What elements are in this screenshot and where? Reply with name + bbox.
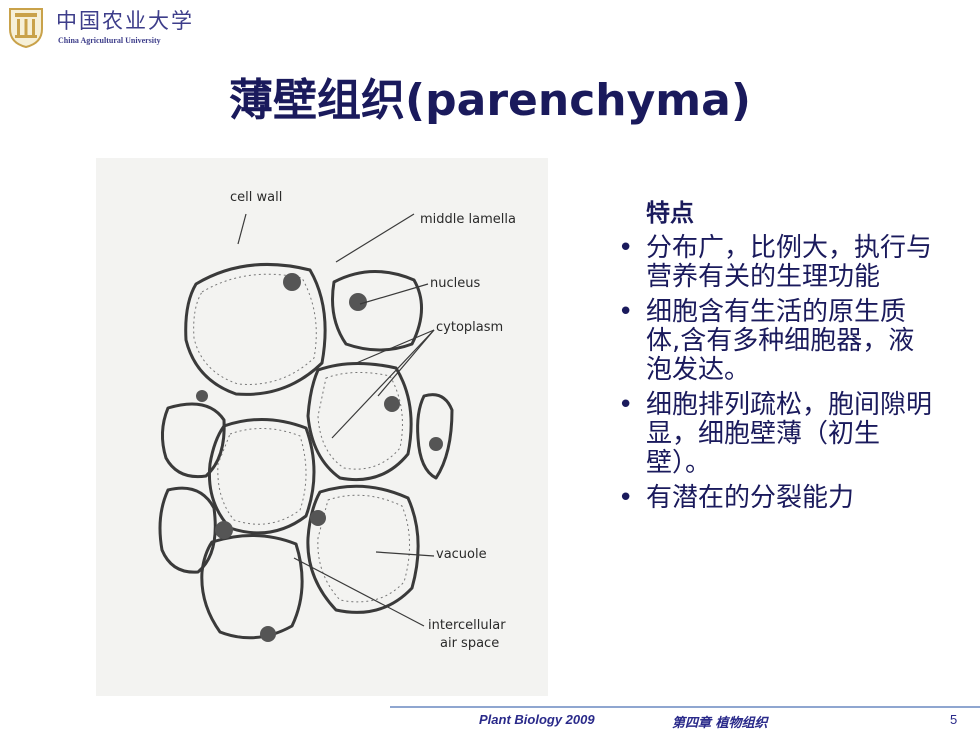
logo-chinese-name: 中国农业大学 <box>56 9 194 33</box>
cell-outline <box>331 270 424 352</box>
cell-outline <box>416 393 454 480</box>
label-nucleus: nucleus <box>430 276 481 291</box>
nucleus-dot <box>196 390 208 402</box>
feature-item: • 细胞排列疏松，胞间隙明显，细胞壁薄（初生壁）。 <box>612 391 932 478</box>
cell-outline <box>184 262 327 396</box>
label-middle-lamella: middle lamella <box>420 212 516 227</box>
features-heading: 特点 <box>646 199 694 227</box>
cell-outline <box>207 418 316 535</box>
label-cytoplasm: cytoplasm <box>436 320 504 335</box>
cell-outline <box>158 486 217 574</box>
feature-text: 分布广，比例大，执行与营养有关的生理功能 <box>646 233 933 292</box>
label-intercellular: intercellular <box>428 618 506 633</box>
footer-course: Plant Biology 2009 <box>479 712 595 727</box>
slide-title: 薄壁组织(parenchyma) <box>229 75 751 126</box>
nucleus-dot <box>429 437 443 451</box>
nucleus-dot <box>260 626 276 642</box>
features-list: 特点 • 分布广，比例大，执行与营养有关的生理功能 • 细胞含有生活的原生质体,含有… <box>612 198 932 519</box>
feature-item: • 有潜在的分裂能力 <box>612 484 932 513</box>
label-vacuole: vacuole <box>436 547 487 562</box>
bullet-icon: • <box>618 233 634 263</box>
nucleus-dot <box>349 293 367 311</box>
cell-outline <box>200 534 304 640</box>
label-air-space: air space <box>440 636 500 651</box>
nucleus-dot <box>283 273 301 291</box>
university-logo: 中国农业大学 China Agricultural University <box>6 5 206 53</box>
cell-outline <box>306 484 420 614</box>
page-number: 5 <box>950 712 958 727</box>
footer-rule <box>390 706 980 708</box>
feature-text: 细胞含有生活的原生质体,含有多种细胞器，液泡发达。 <box>646 297 915 385</box>
nucleus-dot <box>215 521 233 539</box>
feature-text: 有潜在的分裂能力 <box>646 483 855 513</box>
bullet-icon: • <box>618 297 634 327</box>
cell-outline <box>161 402 226 479</box>
parenchyma-illustration: cell wall middle lamella nucleus cytopla… <box>96 158 548 696</box>
label-cell-wall: cell wall <box>230 190 283 205</box>
bullet-icon: • <box>618 390 634 420</box>
feature-text: 细胞排列疏松，胞间隙明显，细胞壁薄（初生壁）。 <box>646 390 933 478</box>
nucleus-dot <box>384 396 400 412</box>
logo-english-name: China Agricultural University <box>58 36 161 45</box>
feature-item: • 细胞含有生活的原生质体,含有多种细胞器，液泡发达。 <box>612 298 932 385</box>
cell-outline <box>306 361 413 482</box>
feature-item: • 分布广，比例大，执行与营养有关的生理功能 <box>612 234 932 292</box>
university-seal-icon <box>9 8 43 49</box>
footer-chapter: 第四章 植物组织 <box>672 716 768 731</box>
parenchyma-cells-drawing <box>158 213 454 642</box>
bullet-icon: • <box>618 483 634 513</box>
nucleus-dot <box>310 510 326 526</box>
